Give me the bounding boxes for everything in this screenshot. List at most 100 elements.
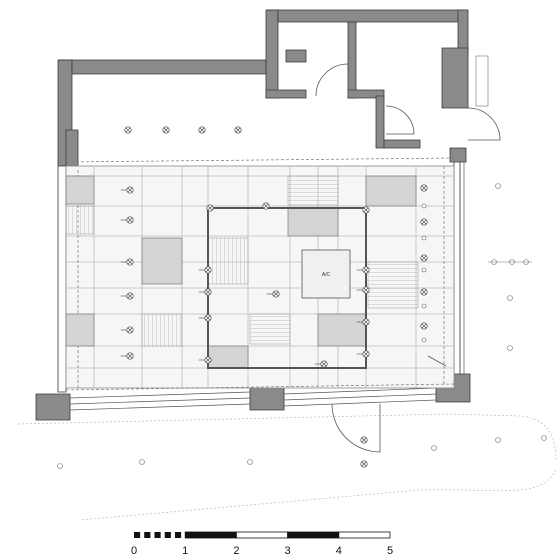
door-swing-icon: [331, 403, 381, 453]
tree-marker-icon: [495, 437, 501, 443]
scale-bar: 0 1 2 3 4 5: [131, 531, 393, 557]
pier-right-upper: [441, 47, 469, 109]
light-fixture-icon: [120, 352, 134, 360]
scale-segment: [287, 531, 340, 539]
light-fixture-icon: [120, 326, 134, 334]
doors: [315, 63, 501, 453]
light-fixture-icon: [120, 186, 134, 194]
panel-1: [65, 175, 95, 205]
light-fixture-icon: [120, 258, 134, 266]
light-fixture-icon: [120, 216, 134, 224]
light-fixture-icon: [198, 266, 212, 274]
site-markers: [57, 183, 547, 469]
pier-southwest: [35, 393, 71, 421]
vent-5: [141, 313, 183, 347]
light-fixture-icon: [360, 460, 368, 468]
wall-east-step: [383, 139, 421, 149]
wall-west-lower: [57, 165, 67, 393]
scale-labels: 0 1 2 3 4 5: [131, 545, 393, 557]
walls: [35, 9, 471, 421]
light-fixture-icon: [234, 126, 242, 134]
vent-grilles: [65, 175, 419, 347]
wall-room-bottom-left: [265, 89, 307, 99]
vent-1: [287, 175, 339, 207]
wall-top: [266, 9, 467, 23]
light-fixture-icon: [120, 292, 134, 300]
light-fixture-icon: [420, 218, 428, 226]
vent-3: [207, 237, 249, 285]
scale-label: 1: [182, 545, 188, 557]
light-fixture-icon: [266, 290, 280, 298]
scale-label: 0: [131, 545, 137, 557]
scale-label: 5: [387, 545, 393, 557]
light-fixture-icon: [262, 202, 270, 210]
exterior-bench: [475, 55, 489, 107]
tree-marker-icon: [139, 459, 145, 465]
light-fixture-icon: [362, 206, 370, 214]
pier-east-small: [449, 147, 467, 163]
vent-6: [249, 313, 291, 345]
light-fixture-icon: [420, 184, 428, 192]
light-fixture-icon: [356, 318, 370, 326]
panel-4: [141, 237, 183, 285]
site-boundary: [17, 413, 557, 521]
vent-4: [367, 261, 419, 309]
door-swing-icon: [385, 105, 415, 135]
wall-sconce-icon: [421, 203, 427, 209]
wall-sconce-icon: [421, 303, 427, 309]
wall-east: [453, 149, 461, 381]
scale-label: 2: [233, 545, 239, 557]
light-fixture-icon: [198, 356, 212, 364]
tree-marker-icon: [495, 183, 501, 189]
scale-segment: [235, 531, 288, 539]
light-fixture-icon: [420, 254, 428, 262]
ac-unit-label: A/C: [322, 272, 331, 278]
panel-2: [365, 175, 417, 207]
scale-segment: [338, 531, 391, 539]
scale-tick: [174, 532, 182, 538]
tree-marker-icon: [247, 459, 253, 465]
wall-north: [58, 59, 267, 75]
south-facade: [69, 387, 437, 411]
scale-tick: [134, 532, 141, 538]
ceiling-panels: [65, 175, 417, 369]
wall-right-upper: [457, 9, 469, 55]
door-swing-icon: [467, 107, 501, 141]
panel-6: [317, 313, 367, 347]
panel-3: [287, 207, 339, 237]
scale-label: 3: [285, 545, 291, 557]
tree-marker-icon: [507, 345, 513, 351]
light-fixture-icon: [162, 126, 170, 134]
tree-marker-icon: [57, 463, 63, 469]
light-fixture-icon: [420, 288, 428, 296]
grid-horizontals: [66, 175, 454, 369]
light-fixture-icon: [360, 436, 368, 444]
scale-segments: [134, 531, 391, 539]
light-fixture-icon: [420, 322, 428, 330]
ac-unit: A/C: [301, 249, 351, 299]
scale-label: 4: [336, 545, 342, 557]
door-swing-icon: [427, 355, 447, 367]
scale-segment: [184, 531, 237, 539]
scale-tick: [154, 532, 161, 538]
tree-marker-icon: [431, 445, 437, 451]
wall-sconce-icon: [421, 337, 427, 343]
scale-tick: [144, 532, 151, 538]
panel-7: [207, 345, 249, 369]
panel-5: [65, 313, 95, 347]
light-fixture-icon: [198, 314, 212, 322]
pier-south-center: [249, 385, 285, 411]
door-swing-icon: [315, 63, 349, 97]
scale-tick: [164, 532, 171, 538]
light-fixture-icon: [356, 286, 370, 294]
light-fixture-icon: [356, 350, 370, 358]
wall-room-left: [265, 9, 279, 99]
light-fixture-icon: [314, 360, 328, 368]
light-fixture-icon: [124, 126, 132, 134]
light-fixture-icon: [198, 126, 206, 134]
light-fixture-icon: [356, 266, 370, 274]
tree-marker-icon: [541, 435, 547, 441]
pier-west: [65, 129, 79, 167]
wall-east-upper: [375, 95, 385, 149]
